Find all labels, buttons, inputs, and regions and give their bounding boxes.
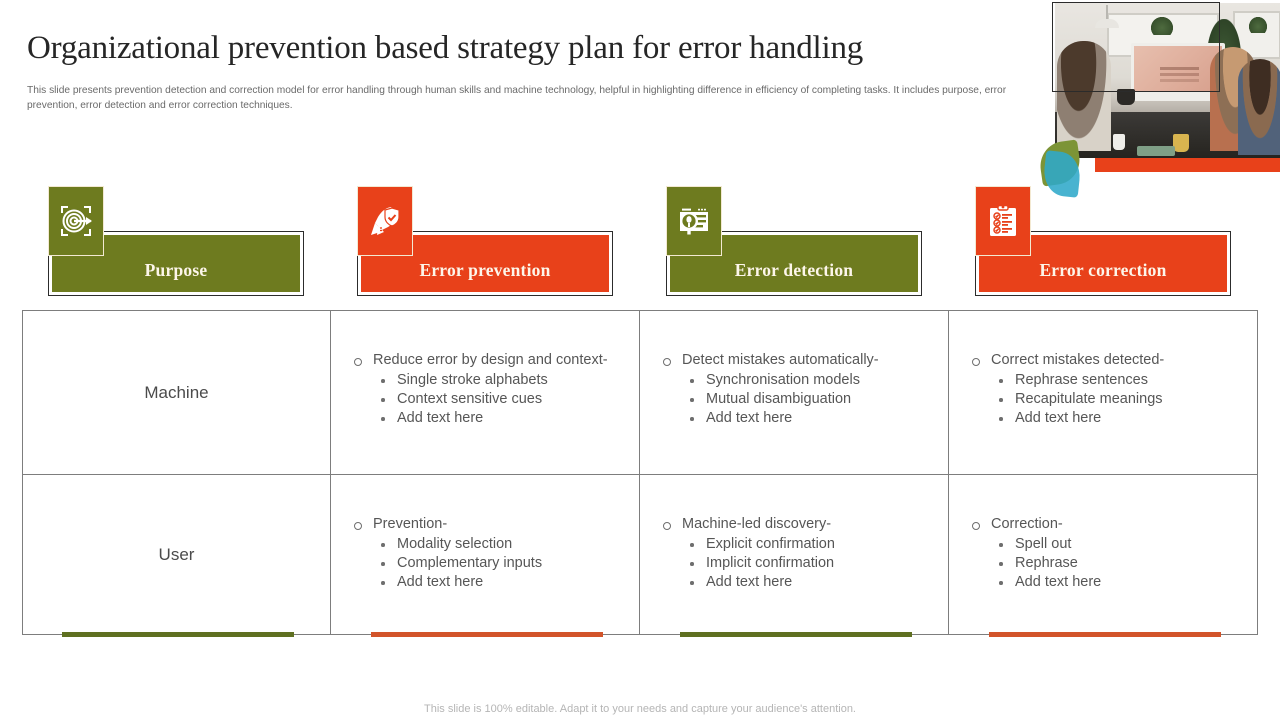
bullet-item: Add text here [967, 573, 1257, 592]
bullet-item: Add text here [349, 409, 639, 428]
accent-bar-detection [680, 632, 912, 637]
photo-frame-outline [1052, 2, 1220, 92]
column-header-error-correction[interactable]: Error correction [975, 186, 1231, 296]
page-title: Organizational prevention based strategy… [27, 30, 864, 66]
accent-bar-prevention [371, 632, 603, 637]
table-cell: Correction- Spell out Rephrase Add text … [949, 475, 1257, 635]
table-cell: Machine-led discovery- Explicit confirma… [640, 475, 948, 635]
table-cell: Detect mistakes automatically- Synchroni… [640, 311, 948, 474]
bullet-item: Rephrase [967, 554, 1257, 573]
bullet-heading: Detect mistakes automatically- [658, 351, 948, 370]
column-header-label: Error detection [734, 260, 854, 280]
header-decoration [1030, 0, 1280, 200]
bullet-item: Spell out [967, 535, 1257, 554]
row-label-machine: Machine [144, 382, 209, 402]
meeting-room-photo [1055, 3, 1280, 158]
row-label-user: User [158, 545, 195, 564]
column-divider [330, 311, 331, 634]
bullet-item: Context sensitive cues [349, 390, 639, 409]
table-cell: Prevention- Modality selection Complemen… [331, 475, 639, 635]
bullet-item: Rephrase sentences [967, 371, 1257, 390]
row-divider [23, 474, 1257, 475]
accent-bar-purpose [62, 632, 294, 637]
footer-note: This slide is 100% editable. Adapt it to… [424, 703, 856, 715]
column-divider [639, 311, 640, 634]
bullet-heading: Machine-led discovery- [658, 515, 948, 534]
column-header-purpose[interactable]: Purpose [48, 186, 304, 296]
column-divider [948, 311, 949, 634]
bullet-item: Explicit confirmation [658, 535, 948, 554]
slide-subtitle: This slide presents prevention detection… [27, 85, 1007, 111]
bullet-item: Complementary inputs [349, 554, 639, 573]
target-icon [48, 186, 104, 256]
bullet-heading: Prevention- [349, 515, 639, 534]
table-cell: Reduce error by design and context- Sing… [331, 311, 639, 474]
bullet-item: Recapitulate meanings [967, 390, 1257, 409]
checklist-clipboard-icon [975, 186, 1031, 256]
bullet-item: Single stroke alphabets [349, 371, 639, 390]
matrix-table: Machine Reduce error by design and conte… [22, 310, 1258, 635]
bullet-item: Mutual disambiguation [658, 390, 948, 409]
bullet-item: Add text here [658, 409, 948, 428]
table-cell: Correct mistakes detected- Rephrase sent… [949, 311, 1257, 474]
card-fill: Error prevention [361, 235, 609, 292]
bullet-heading: Correct mistakes detected- [967, 351, 1257, 370]
bullet-item: Add text here [967, 409, 1257, 428]
bullet-item: Implicit confirmation [658, 554, 948, 573]
column-header-error-prevention[interactable]: Error prevention [357, 186, 613, 296]
bullet-heading: Reduce error by design and context- [349, 351, 639, 370]
rocket-shield-icon [357, 186, 413, 256]
bullet-heading: Correction- [967, 515, 1257, 534]
column-header-label: Error prevention [419, 260, 551, 280]
magnifier-document-icon [666, 186, 722, 256]
bullet-item: Modality selection [349, 535, 639, 554]
bullet-item: Add text here [349, 573, 639, 592]
column-header-label: Error correction [1039, 260, 1167, 280]
column-header-label: Purpose [144, 260, 208, 280]
bullet-item: Synchronisation models [658, 371, 948, 390]
bullet-item: Add text here [658, 573, 948, 592]
accent-bar-correction [989, 632, 1221, 637]
column-header-error-detection[interactable]: Error detection [666, 186, 922, 296]
